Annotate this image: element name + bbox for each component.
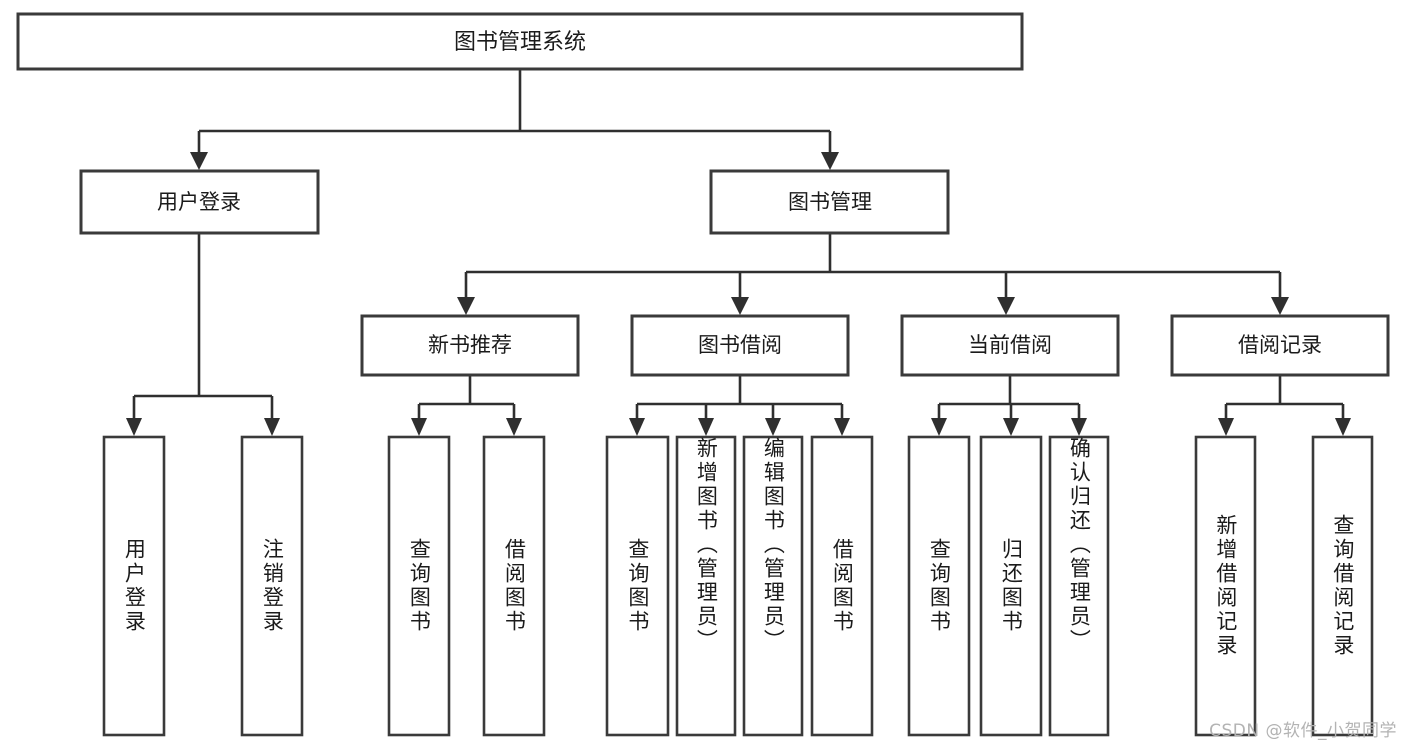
arrowhead-new-book-rec [457,297,475,315]
node-book-borrow-label: 图书借阅 [698,333,782,357]
arrowhead-bb-leaf-4 [834,418,850,436]
arrowhead-leaf-user-login [126,418,142,436]
node-new-book-recommend-box[interactable] [360,314,580,377]
connector-group-book-mgmt [457,233,1289,315]
arrowhead-br-leaf-2 [1335,418,1351,436]
leaf-box-query-book-cb[interactable] [907,435,971,737]
arrowhead-book-mgmt [821,152,839,170]
node-new-book-recommend[interactable]: 新书推荐 [360,314,580,377]
node-root-label: 图书管理系统 [454,30,586,55]
leaf-box-logout[interactable] [240,435,304,737]
node-user-login[interactable]: 用户登录 [79,169,320,235]
leaf-box-add-book-admin[interactable] [675,435,737,737]
node-borrow-record-label: 借阅记录 [1238,333,1322,357]
leaf-box-add-borrow-record[interactable] [1194,435,1257,737]
arrowhead-bb-leaf-2 [698,418,714,436]
leaf-box-query-book-bb[interactable] [605,435,670,737]
node-new-book-recommend-label: 新书推荐 [428,333,512,357]
node-current-borrow-box[interactable] [900,314,1120,377]
leaf-box-user-login[interactable] [102,435,166,737]
node-root[interactable]: 图书管理系统 [16,12,1024,71]
arrowhead-nbr-leaf-2 [506,418,522,436]
connector-group-new-book-rec [411,375,522,436]
node-borrow-record[interactable]: 借阅记录 [1170,314,1390,377]
leaf-box-edit-book-admin[interactable] [742,435,804,737]
connector-group-book-borrow [629,375,850,436]
leaf-box-query-borrow-record[interactable] [1311,435,1374,737]
leaf-box-query-book-nbr[interactable] [387,435,451,737]
arrowhead-nbr-leaf-1 [411,418,427,436]
connector-group-root [190,69,839,170]
leaf-box-borrow-book-nbr[interactable] [482,435,546,737]
arrowhead-borrow-record [1271,297,1289,315]
connector-group-user-login [126,233,280,436]
node-user-login-label: 用户登录 [157,190,241,214]
node-book-management-box[interactable] [709,169,950,235]
node-current-borrow[interactable]: 当前借阅 [900,314,1120,377]
leaf-box-borrow-book-bb[interactable] [810,435,874,737]
node-user-login-box[interactable] [79,169,320,235]
arrowhead-bb-leaf-3 [765,418,781,436]
connector-group-borrow-record [1218,375,1351,436]
arrowhead-cb-leaf-2 [1003,418,1019,436]
arrowhead-leaf-logout [264,418,280,436]
node-current-borrow-label: 当前借阅 [968,333,1052,357]
leaf-boxes [102,435,1374,737]
arrowhead-user-login [190,152,208,170]
arrowhead-cb-leaf-1 [931,418,947,436]
node-book-borrow[interactable]: 图书借阅 [630,314,850,377]
arrowhead-book-borrow [731,297,749,315]
node-book-management[interactable]: 图书管理 [709,169,950,235]
arrowhead-current-borrow [997,297,1015,315]
csdn-watermark: CSDN @软件_小贺同学 [1209,721,1397,741]
node-book-management-label: 图书管理 [788,190,872,214]
node-borrow-record-box[interactable] [1170,314,1390,377]
arrowhead-cb-leaf-3 [1071,418,1087,436]
arrowhead-bb-leaf-1 [629,418,645,436]
node-book-borrow-box[interactable] [630,314,850,377]
node-root-box[interactable] [16,12,1024,71]
leaf-box-confirm-return-admin[interactable] [1048,435,1110,737]
leaf-box-return-book[interactable] [979,435,1043,737]
connector-group-current-borrow [931,375,1087,436]
arrowhead-br-leaf-1 [1218,418,1234,436]
